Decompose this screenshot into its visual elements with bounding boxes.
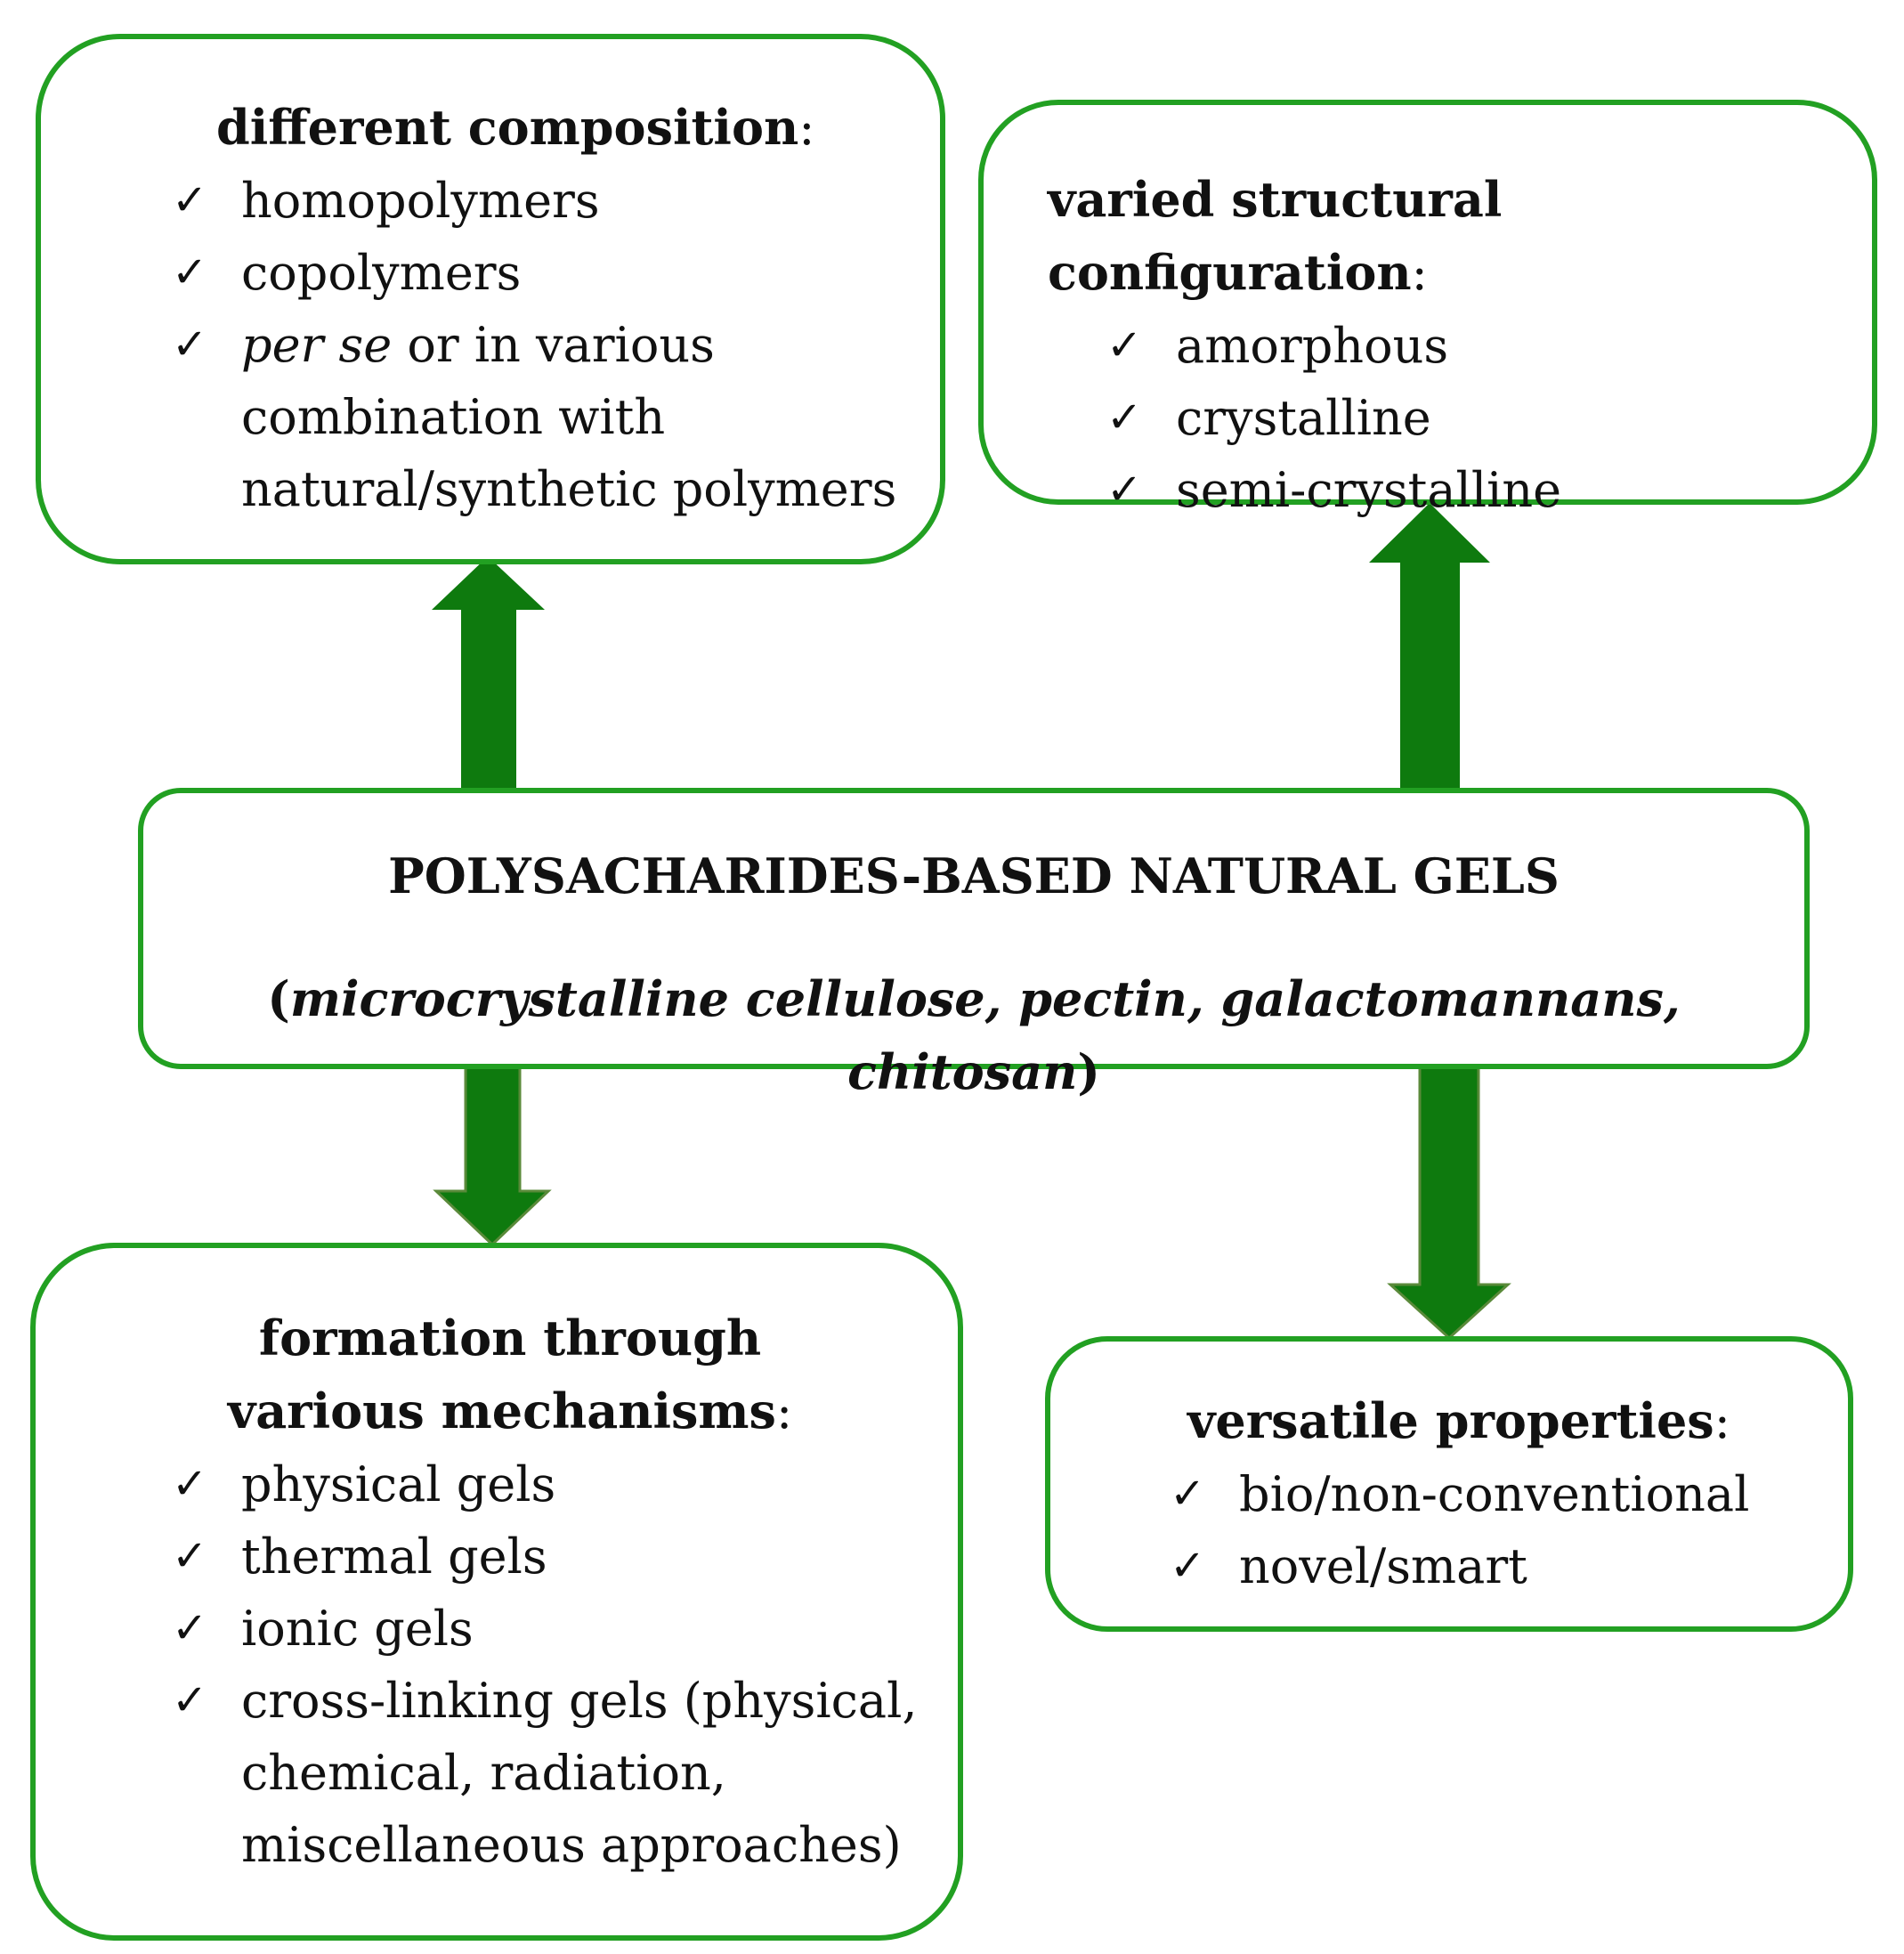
arrow-up-left [432,556,545,788]
list-item: ✓ionic gels [172,1593,922,1665]
central-title: POLYSACHARIDES-BASED NATURAL GELS [388,847,1560,904]
composition-box: different composition: ✓homopolymers ✓co… [36,34,945,564]
list-item: ✓copolymers [172,237,904,309]
structure-title: varied structural configuration: [1048,171,1503,301]
central-box: POLYSACHARIDES-BASED NATURAL GELS (micro… [138,788,1810,1100]
check-icon: ✓ [1170,1469,1206,1519]
list-item: ✓homopolymers [172,165,904,237]
arrow-up-right [1369,503,1490,788]
formation-title: formation through various mechanisms: [227,1309,793,1439]
list-item: ✓cross-linking gels (physical, chemical,… [172,1665,922,1881]
check-icon: ✓ [172,1603,208,1653]
check-icon: ✓ [1106,320,1143,370]
composition-list: ✓homopolymers ✓copolymers ✓per se or in … [172,165,904,525]
list-item: ✓thermal gels [172,1520,922,1593]
check-icon: ✓ [172,247,208,297]
properties-box: versatile properties: ✓bio/non-conventio… [1045,1336,1853,1632]
composition-title: different composition: [216,99,815,156]
arrow-down-left [433,1064,552,1247]
structure-box: varied structural configuration: ✓amorph… [978,100,1877,518]
italic-term: per se [241,317,393,373]
formation-list: ✓physical gels ✓thermal gels ✓ionic gels… [172,1448,922,1881]
check-icon: ✓ [172,320,208,369]
check-icon: ✓ [172,1531,208,1581]
list-item: ✓per se or in various combination with n… [172,309,904,525]
check-icon: ✓ [1106,393,1143,442]
list-item: ✓novel/smart [1170,1530,1830,1602]
check-icon: ✓ [1170,1541,1206,1591]
structure-list: ✓amorphous ✓crystalline ✓semi-crystallin… [1048,310,1845,526]
check-icon: ✓ [172,1459,208,1509]
formation-box: formation through various mechanisms: ✓p… [30,1243,963,1941]
list-item: ✓semi-crystalline [1106,454,1845,526]
list-item: ✓amorphous [1106,310,1845,382]
check-icon: ✓ [172,175,208,225]
properties-title: versatile properties: [1187,1392,1730,1449]
list-item: ✓physical gels [172,1448,922,1520]
arrow-down-right [1387,1064,1511,1341]
list-item: ✓crystalline [1106,382,1845,454]
check-icon: ✓ [1106,465,1143,515]
check-icon: ✓ [172,1675,208,1725]
list-item: ✓bio/non-conventional [1170,1458,1830,1530]
central-examples: (microcrystalline cellulose, pectin, gal… [267,970,1681,1100]
properties-list: ✓bio/non-conventional ✓novel/smart [1170,1458,1830,1602]
